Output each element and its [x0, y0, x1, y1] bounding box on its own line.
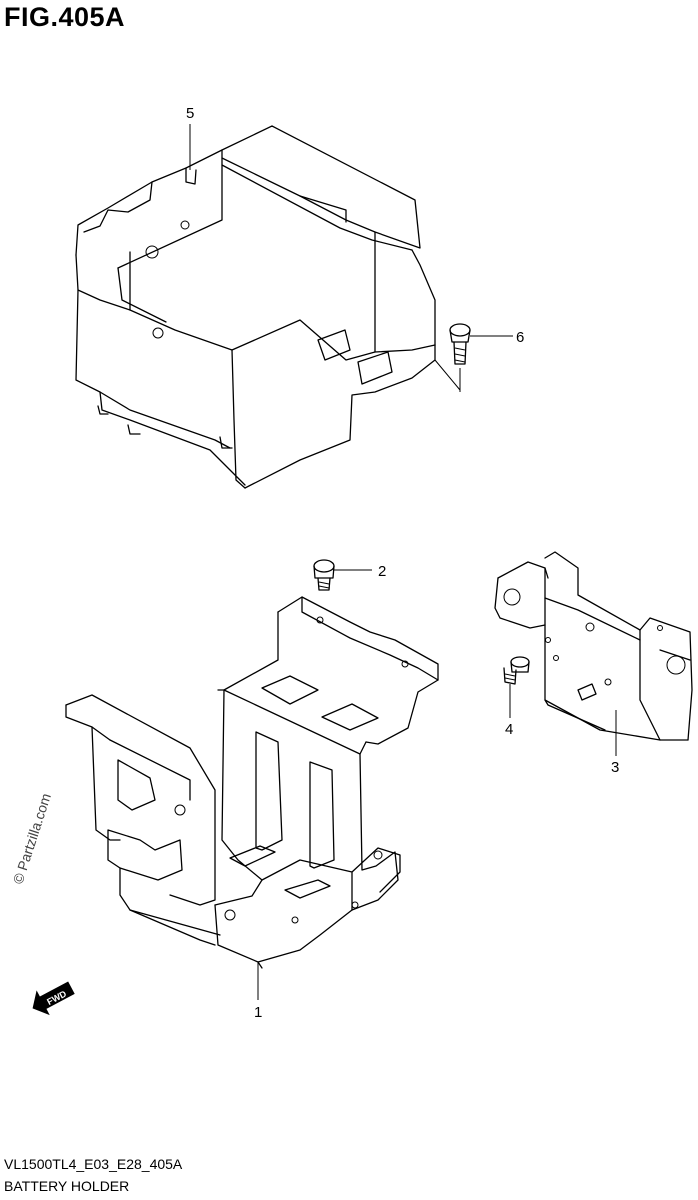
bolt-part-6[interactable] — [449, 323, 513, 392]
callout-2: 2 — [378, 563, 386, 580]
figure-title: FIG.405A — [4, 2, 126, 32]
fwd-arrow-icon: FWD — [32, 981, 75, 1016]
callout-5: 5 — [186, 105, 194, 122]
battery-case-part[interactable] — [75, 125, 436, 489]
callout-4: 4 — [505, 721, 513, 738]
bolt-part-4[interactable] — [503, 656, 530, 718]
callout-6: 6 — [516, 329, 524, 346]
watermark-text: © Partzilla.com — [10, 791, 54, 886]
side-bracket-part[interactable] — [494, 551, 693, 741]
callout-1: 1 — [254, 1004, 262, 1021]
figure-caption: BATTERY HOLDER — [4, 1178, 130, 1194]
bolt-part-2[interactable] — [313, 559, 372, 591]
figure-code: VL1500TL4_E03_E28_405A — [4, 1156, 183, 1172]
callout-3: 3 — [611, 759, 619, 776]
battery-holder-bracket-part[interactable] — [65, 596, 439, 969]
